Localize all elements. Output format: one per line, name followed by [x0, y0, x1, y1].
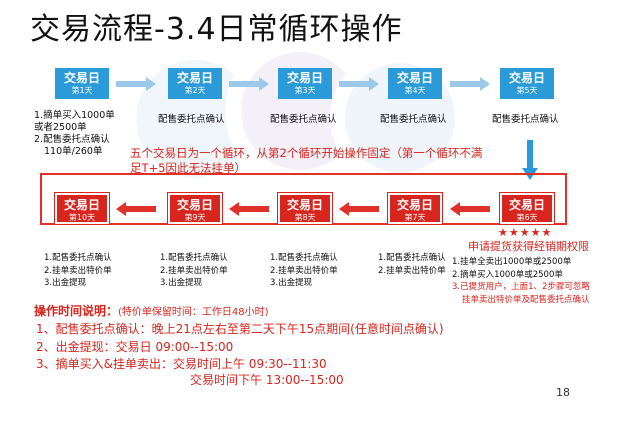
list-item: 2.摘单买入1000单或2500单: [452, 269, 563, 280]
arrow-left-icon: [339, 202, 379, 216]
box-label: 交易日: [286, 198, 323, 212]
cycle-note: 五个交易日为一个循环，从第2个循环开始操作固定（第一个循环不满足T+5因此无法挂…: [130, 146, 483, 175]
day6-list: 1.挂单全卖出1000单或2500单 2.摘单买入1000单或2500单 3.已…: [452, 256, 590, 306]
confirm-caption: 配售委托点确认: [158, 114, 225, 125]
arrow-left-icon: [229, 202, 269, 216]
page-title: 交易流程-3.4日常循环操作: [30, 12, 403, 47]
box-label: 交易日: [396, 71, 433, 85]
trading-day-box-5: 交易日 第5天: [500, 68, 554, 99]
box-day: 第9天: [184, 213, 206, 222]
day10-list: 1.配售委托点确认 2.挂单卖出特价单 3.出金提现: [44, 252, 112, 290]
schedule-item: 1、配售委托点确认：晚上21点左右至第二天下午15点期间(任意时间点确认): [36, 322, 444, 336]
box-label: 交易日: [396, 198, 433, 212]
confirm-caption: 配售委托点确认: [270, 114, 337, 125]
list-item: 1.挂单全卖出1000单或2500单: [452, 257, 572, 267]
box-label: 交易日: [63, 71, 100, 85]
trading-day-box-9: 交易日 第9天: [167, 192, 223, 225]
arrow-down-icon: [522, 140, 538, 180]
arrow-right-icon: [116, 77, 156, 91]
box-label: 交易日: [286, 71, 323, 85]
trading-day-box-6: 交易日 第6天: [499, 192, 555, 225]
note-line: 或者2500单: [34, 122, 87, 133]
trading-day-box-4: 交易日 第4天: [388, 68, 442, 99]
arrow-left-icon: [116, 202, 156, 216]
confirm-caption: 配售委托点确认: [492, 114, 559, 125]
schedule-heading-text: 操作时间说明：: [34, 304, 119, 318]
trading-day-box-8: 交易日 第8天: [277, 192, 333, 225]
list-item: 3.出金提现: [160, 278, 203, 288]
box-day: 第1天: [71, 86, 93, 95]
box-day: 第6天: [516, 213, 538, 222]
trading-day-box-7: 交易日 第7天: [387, 192, 443, 225]
box-label: 交易日: [508, 198, 545, 212]
day9-list: 1.配售委托点确认 2.挂单卖出特价单 3.出金提现: [160, 252, 228, 290]
apply-text: 申请提货获得经销期权限: [468, 240, 589, 253]
note-line: 1.摘单买入1000单: [34, 110, 115, 121]
arrow-left-icon: [450, 202, 490, 216]
box-day: 第2天: [184, 86, 206, 95]
box-day: 第3天: [294, 86, 316, 95]
box-label: 交易日: [508, 71, 545, 85]
box-day: 第10天: [68, 213, 96, 222]
box-day: 第5天: [516, 86, 538, 95]
schedule-item: 3、摘单买入&挂单卖出：交易时间上午 09:30--11:30: [36, 357, 327, 371]
list-item: 2.挂单卖出特价单: [270, 265, 338, 276]
list-item: 1.配售委托点确认: [270, 253, 338, 263]
trading-day-box-10: 交易日 第10天: [54, 192, 110, 225]
schedule-heading: 操作时间说明：(特价单保留时间：工作日48小时): [34, 302, 269, 319]
box-label: 交易日: [176, 71, 213, 85]
list-item: 1.配售委托点确认: [378, 253, 446, 263]
schedule-item: 交易时间下午 13:00--15:00: [190, 373, 344, 387]
confirm-caption: 配售委托点确认: [380, 114, 447, 125]
arrow-right-icon: [339, 77, 379, 91]
trading-day-box-3: 交易日 第3天: [278, 68, 332, 99]
list-item: 3.已提货用户，上面1、2步骤可忽略: [452, 282, 590, 292]
arrow-right-icon: [450, 77, 490, 91]
day7-list: 1.配售委托点确认 2.挂单卖出特价单: [378, 252, 446, 277]
list-item: 3.出金提现: [44, 278, 87, 288]
star-rating-icon: ★★★★★: [498, 226, 553, 239]
list-item: 挂单卖出特价单及配售委托点确认: [462, 294, 590, 305]
list-item: 1.配售委托点确认: [160, 253, 228, 263]
trading-day-box-1: 交易日 第1天: [55, 68, 109, 99]
list-item: 2.挂单卖出特价单: [160, 265, 228, 276]
cycle-loop-border: [40, 173, 567, 225]
day1-notes: 1.摘单买入1000单 或者2500单 2.配售委托点确认 110单/260单: [34, 110, 115, 158]
list-item: 2.挂单卖出特价单: [44, 265, 112, 276]
schedule-heading-sub: (特价单保留时间：工作日48小时): [118, 307, 269, 318]
arrow-right-icon: [229, 77, 269, 91]
box-label: 交易日: [63, 198, 100, 212]
box-day: 第8天: [294, 213, 316, 222]
schedule-item: 2、出金提现：交易日 09:00--15:00: [36, 340, 234, 354]
box-label: 交易日: [176, 198, 213, 212]
list-item: 1.配售委托点确认: [44, 253, 112, 263]
box-day: 第4天: [404, 86, 426, 95]
page-number: 18: [556, 386, 570, 399]
list-item: 2.挂单卖出特价单: [378, 265, 446, 276]
list-item: 3.出金提现: [270, 278, 313, 288]
trading-day-box-2: 交易日 第2天: [168, 68, 222, 99]
note-line: 110单/260单: [44, 146, 103, 157]
note-line: 2.配售委托点确认: [34, 134, 110, 145]
box-day: 第7天: [404, 213, 426, 222]
day8-list: 1.配售委托点确认 2.挂单卖出特价单 3.出金提现: [270, 252, 338, 290]
